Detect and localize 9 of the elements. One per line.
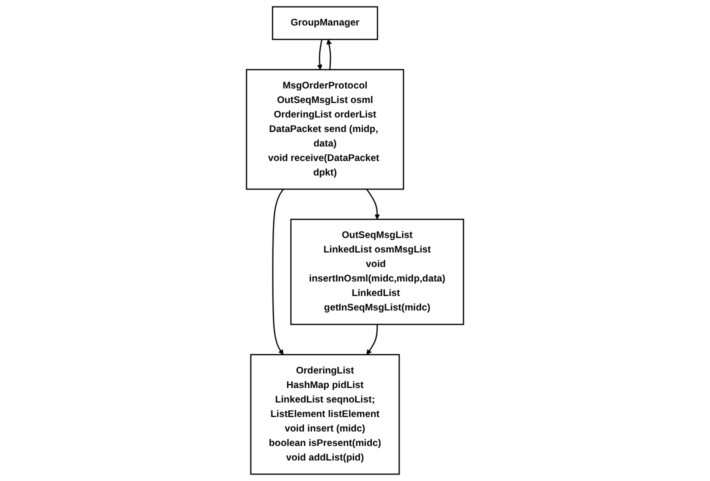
arrow: [317, 39, 322, 70]
arrow: [272, 188, 284, 355]
arrow: [366, 324, 378, 355]
arrow: [366, 188, 380, 220]
node-box: GroupManager: [272, 6, 378, 40]
node-box: MsgOrderProtocol OutSeqMsgList osml OrderingList orderList DataPacket send (midp, data) void receive(DataPacket dpkt): [246, 69, 404, 190]
arrow: [326, 39, 332, 70]
node-box: OutSeqMsgList LinkedList osmMsgList void insertInOsml(midc,midp,data) LinkedList getInSeqMsgList(midc): [290, 218, 464, 326]
node-box: OrderingList HashMap pidList LinkedList seqnoList; ListElement listElement void insert (midc) boolean isPresent(midc) void addList(pid): [250, 354, 400, 475]
